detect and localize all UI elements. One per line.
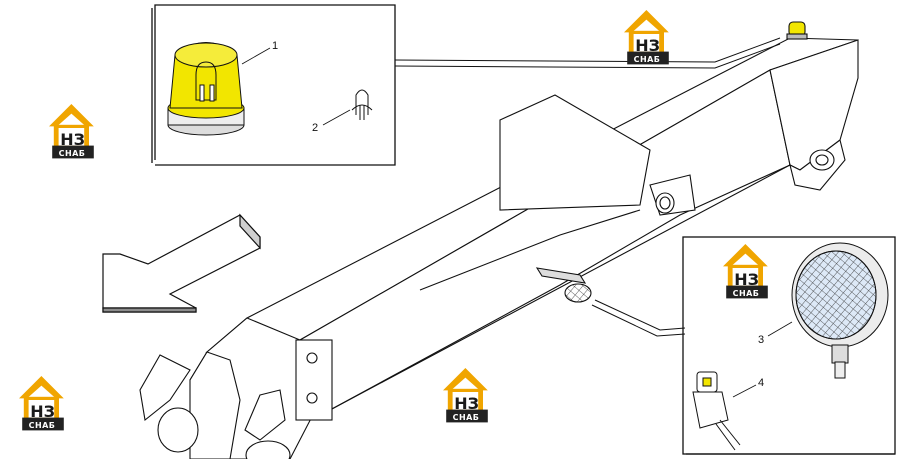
watermark-logo: НЗ СНАБ bbox=[443, 368, 488, 423]
svg-text:СНАБ: СНАБ bbox=[29, 421, 56, 430]
bulb-clip bbox=[351, 89, 373, 120]
halogen-bulb bbox=[692, 371, 741, 451]
svg-text:СНАБ: СНАБ bbox=[733, 289, 760, 298]
svg-text:СНАБ: СНАБ bbox=[634, 55, 661, 64]
inset-worklight: 3 4 bbox=[591, 236, 896, 455]
svg-text:СНАБ: СНАБ bbox=[59, 149, 86, 158]
direction-arrow bbox=[102, 213, 261, 313]
callout-3: 3 bbox=[758, 334, 764, 346]
svg-text:СНАБ: СНАБ bbox=[453, 413, 480, 422]
svg-text:НЗ: НЗ bbox=[60, 130, 85, 149]
mounted-worklight bbox=[535, 267, 592, 303]
svg-text:НЗ: НЗ bbox=[30, 402, 55, 421]
svg-text:НЗ: НЗ bbox=[454, 394, 479, 413]
watermark-logo: НЗ СНАБ bbox=[19, 376, 64, 431]
svg-text:НЗ: НЗ bbox=[734, 270, 759, 289]
watermark-logo: НЗ СНАБ bbox=[49, 104, 94, 159]
watermark-logo: НЗ СНАБ bbox=[624, 10, 669, 65]
mounted-beacon bbox=[786, 21, 808, 40]
callout-4: 4 bbox=[758, 377, 764, 389]
worklight-lamp bbox=[791, 242, 889, 379]
beacon-lamp bbox=[167, 42, 245, 136]
crane-boom bbox=[139, 21, 859, 459]
watermark-logo: НЗ СНАБ bbox=[723, 244, 768, 299]
callout-2: 2 bbox=[312, 122, 318, 134]
callout-1: 1 bbox=[272, 40, 278, 52]
svg-text:НЗ: НЗ bbox=[635, 36, 660, 55]
inset-beacon: 1 2 bbox=[151, 4, 781, 166]
